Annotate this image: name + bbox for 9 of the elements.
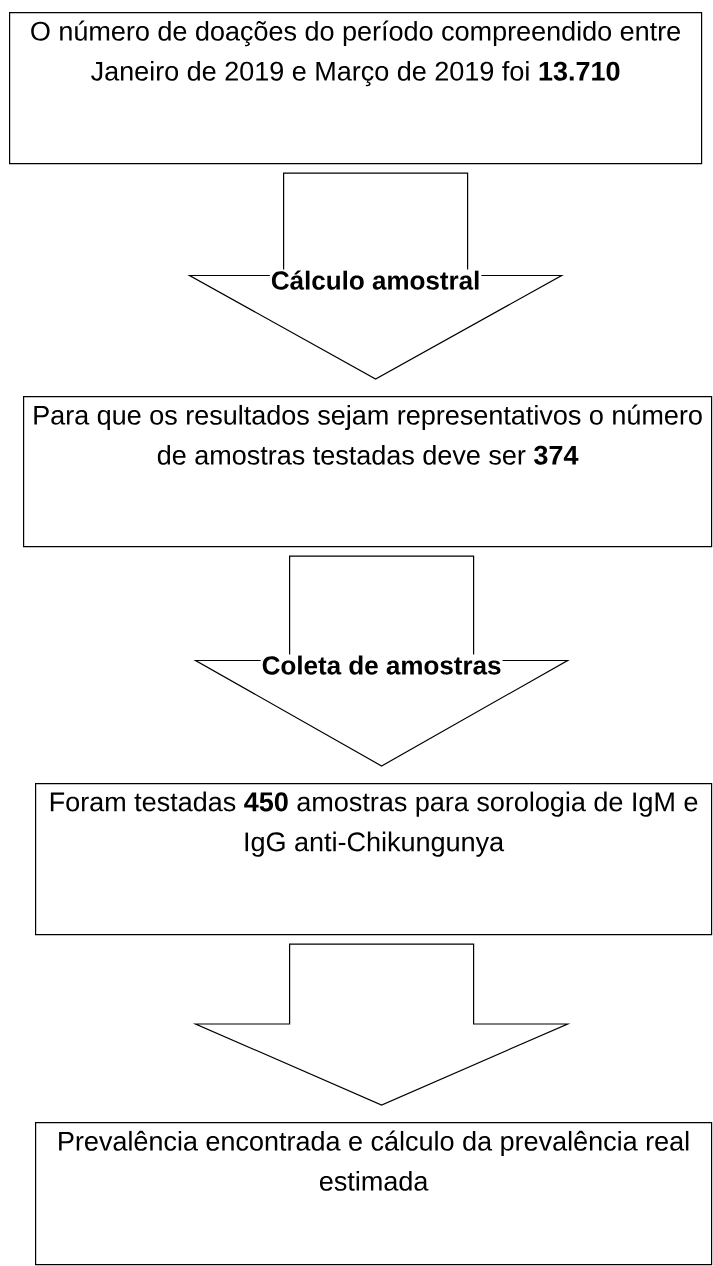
process-box: Prevalência encontrada e cálculo da prevalência real estimada: [35, 1122, 713, 1266]
edge-label: Cálculo amostral: [269, 269, 482, 291]
block-arrow: [187, 172, 564, 380]
process-box: O número de doações do período compreendido entre Janeiro de 2019 e Março de 2019 foi 13.710: [9, 12, 703, 165]
block-arrow: [192, 943, 571, 1106]
process-box: Foram testadas 450 amostras para sorologia de IgM e IgG anti-Chikungunya: [35, 783, 713, 936]
process-box: Para que os resultados sejam representativos o número de amostras testadas deve ser 374: [23, 396, 713, 548]
edge-label: Coleta de amostras: [260, 654, 503, 676]
block-arrow: [193, 555, 570, 767]
